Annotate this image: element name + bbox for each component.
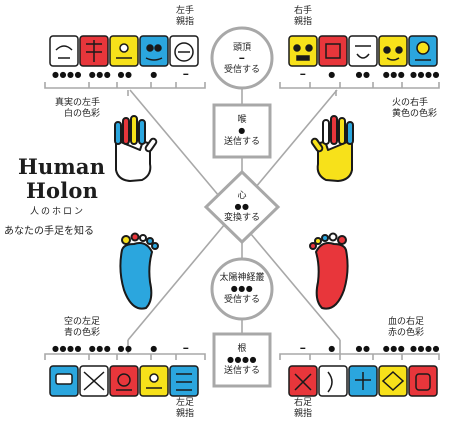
dot-mark: ●●●●: [52, 70, 80, 80]
left-thumb-label: 左手親指: [168, 6, 202, 28]
glyph-tile: [50, 36, 78, 66]
right-foot-icon: [310, 234, 348, 309]
right-foot-label: 血の右足赤の色彩: [388, 317, 460, 339]
dot-mark: ●: [146, 344, 162, 354]
right-big-toe-label: 右足親指: [286, 398, 320, 420]
glyph-tile: [349, 36, 377, 66]
solar-dots: ●●●: [212, 284, 272, 294]
glyph-tile: [110, 366, 138, 396]
heart-label: 心 ●● 変換する: [212, 190, 272, 224]
left-foot-icon: [120, 234, 158, 309]
right-hand-icon: [311, 116, 353, 181]
title-reading: 人のホロン: [30, 204, 85, 217]
left-hand-icon: [115, 116, 157, 181]
heart-dots: ●●: [212, 202, 272, 212]
root-dots: ●●●●: [214, 355, 270, 365]
dot-mark: ━: [172, 344, 200, 354]
dot-mark: ━: [172, 70, 200, 80]
dot-mark: ●●●●: [410, 70, 438, 80]
glyph-tile: [379, 36, 407, 66]
glyphs-top-right: [289, 36, 437, 66]
dot-mark: ●●●: [382, 344, 406, 354]
glyph-tile: [319, 366, 347, 396]
dot-mark: ●●●●: [52, 344, 80, 354]
bracket-top-left: [45, 82, 205, 88]
title-line1: Human: [18, 156, 105, 178]
dot-mark: ●●●: [382, 70, 406, 80]
left-foot-label: 空の左足青の色彩: [28, 317, 100, 339]
bracket-bottom-right: [280, 354, 439, 360]
glyph-tile: [170, 366, 198, 396]
glyphs-bottom-right: [289, 366, 437, 396]
glyphs-top-left: [50, 36, 198, 66]
right-hand-label: 火の右手黄色の色彩: [392, 98, 462, 120]
glyph-tile: [319, 36, 347, 66]
bracket-top-right: [280, 82, 439, 88]
dot-mark: ━: [289, 70, 317, 80]
dot-mark: ●●: [352, 70, 374, 80]
dot-mark: ━: [289, 344, 317, 354]
throat-dots: ●: [214, 126, 270, 136]
glyphs-bottom-left: [50, 366, 198, 396]
dot-mark: ●: [146, 70, 162, 80]
crown-label: 頭頂 ━ 受信する: [212, 42, 272, 76]
dot-mark: ●●: [114, 344, 136, 354]
dot-mark: ●●: [352, 344, 374, 354]
root-label: 根 ●●●● 送信する: [214, 343, 270, 377]
dot-mark: ●●●●: [410, 344, 438, 354]
dot-mark: ●●: [114, 70, 136, 80]
title-tagline: あなたの手足を知る: [4, 222, 94, 237]
dot-mark: ●: [324, 70, 340, 80]
left-hand-label: 真実の左手白の色彩: [30, 98, 100, 120]
glyph-tile: [409, 366, 437, 396]
glyph-tile: [140, 36, 168, 66]
throat-label: 喉 ● 送信する: [214, 114, 270, 148]
crown-dots: ━: [212, 54, 272, 64]
glyph-tile: [289, 36, 317, 66]
dot-mark: ●●●: [88, 70, 112, 80]
solar-label: 太陽神経叢 ●●● 受信する: [212, 272, 272, 306]
bracket-bottom-left: [45, 354, 205, 360]
left-big-toe-label: 左足親指: [168, 398, 202, 420]
title-line2: Holon: [26, 180, 98, 202]
right-thumb-label: 右手親指: [286, 6, 320, 28]
dot-mark: ●: [324, 344, 340, 354]
dot-mark: ●●●: [88, 344, 112, 354]
